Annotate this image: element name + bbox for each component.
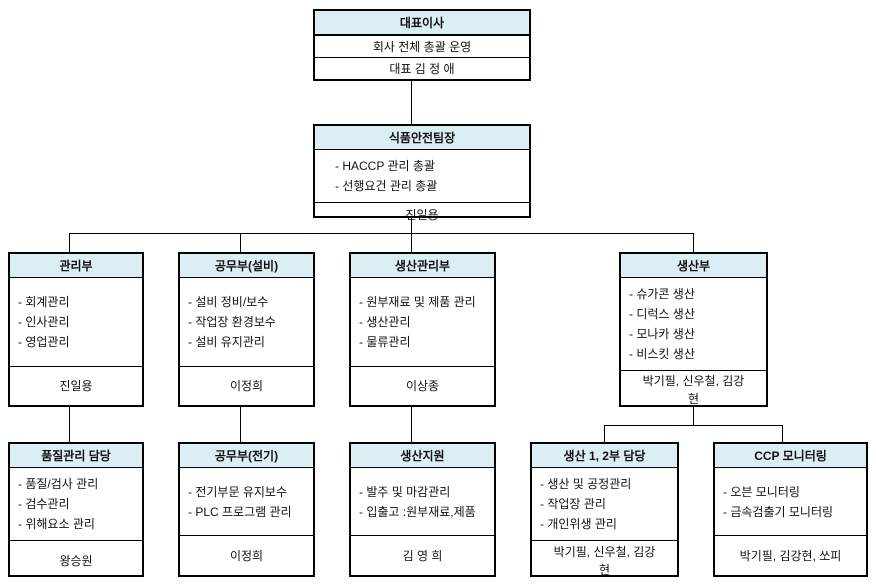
connector-line bbox=[693, 406, 694, 425]
sub-item: - 생산 및 공정관리 bbox=[540, 477, 632, 491]
sub-title: 생산지원 bbox=[351, 444, 494, 468]
connector-line bbox=[604, 425, 783, 426]
connector-line bbox=[240, 233, 241, 252]
sub-item: - PLC 프로그램 관리 bbox=[188, 504, 292, 519]
sub-box-electric: 공무부(전기) - 전기부문 유지보수 - PLC 프로그램 관리 이정희 bbox=[178, 442, 315, 577]
sub-manager: 왕승원 bbox=[10, 540, 142, 580]
dept-title: 생산관리부 bbox=[351, 254, 494, 278]
connector-line bbox=[411, 80, 412, 124]
sub-title: 생산 1, 2부 담당 bbox=[532, 444, 677, 468]
safety-item: - HACCP 관리 총괄 bbox=[335, 159, 435, 173]
safety-team-box: 식품안전팀장 - HACCP 관리 총괄 - 선행요건 관리 총괄 진일용 bbox=[313, 124, 531, 222]
sub-manager: 김 영 희 bbox=[351, 535, 494, 575]
sub-item: - 전기부문 유지보수 bbox=[188, 484, 287, 499]
sub-title: CCP 모니터링 bbox=[715, 444, 866, 468]
ceo-role: 회사 전체 총괄 운영 bbox=[315, 35, 529, 57]
safety-name: 진일용 bbox=[315, 202, 529, 226]
dept-box-management: 관리부 - 회계관리 - 인사관리 - 영업관리 진일용 bbox=[8, 252, 144, 407]
connector-line bbox=[411, 217, 412, 233]
connector-line bbox=[69, 233, 70, 252]
connector-line bbox=[411, 233, 412, 252]
connector-line bbox=[604, 425, 605, 442]
sub-item: - 발주 및 마감관리 bbox=[359, 484, 451, 499]
dept-item: - 설비 유지관리 bbox=[188, 335, 265, 349]
sub-manager: 박기필, 신우철, 김강현 bbox=[532, 540, 677, 580]
sub-box-production-1-2: 생산 1, 2부 담당 - 생산 및 공정관리 - 작업장 관리 - 개인위생 … bbox=[530, 442, 679, 577]
sub-item: - 작업장 관리 bbox=[540, 497, 606, 511]
dept-title: 관리부 bbox=[10, 254, 142, 278]
dept-item: - 디럭스 생산 bbox=[629, 307, 695, 321]
sub-item: - 금속검출기 모니터링 bbox=[723, 504, 834, 519]
safety-item: - 선행요건 관리 총괄 bbox=[335, 179, 438, 193]
dept-item: - 원부재료 및 제품 관리 bbox=[359, 295, 476, 309]
connector-line bbox=[411, 406, 412, 442]
safety-title: 식품안전팀장 bbox=[315, 126, 529, 150]
connector-line bbox=[240, 406, 241, 442]
dept-item: - 회계관리 bbox=[18, 295, 70, 309]
ceo-box: 대표이사 회사 전체 총괄 운영 대표 김 정 애 bbox=[313, 9, 531, 81]
dept-box-facility: 공무부(설비) - 설비 정비/보수 - 작업장 환경보수 - 설비 유지관리 … bbox=[178, 252, 315, 407]
sub-item: - 품질/검사 관리 bbox=[18, 477, 99, 491]
sub-title: 품질관리 담당 bbox=[10, 444, 142, 468]
dept-item: - 모나카 생산 bbox=[629, 327, 695, 341]
connector-line bbox=[69, 233, 694, 234]
sub-item: - 위해요소 관리 bbox=[18, 517, 95, 531]
dept-item: - 설비 정비/보수 bbox=[188, 295, 269, 309]
dept-box-production: 생산부 - 슈가콘 생산 - 디럭스 생산 - 모나카 생산 - 비스킷 생산 … bbox=[619, 252, 768, 407]
sub-manager: 박기필, 김강현, 쏘피 bbox=[715, 535, 866, 575]
dept-manager: 진일용 bbox=[10, 366, 142, 405]
sub-item: - 입출고 :원부재료,제품 bbox=[359, 504, 476, 519]
dept-item: - 슈가콘 생산 bbox=[629, 287, 695, 301]
dept-manager: 박기필, 신우철, 김강현 bbox=[621, 370, 766, 409]
dept-item: - 물류관리 bbox=[359, 335, 411, 349]
dept-manager: 이상종 bbox=[351, 366, 494, 405]
dept-title: 공무부(설비) bbox=[180, 254, 313, 278]
dept-item: - 인사관리 bbox=[18, 315, 70, 329]
dept-item: - 영업관리 bbox=[18, 335, 70, 349]
dept-item: - 작업장 환경보수 bbox=[188, 315, 276, 329]
sub-title: 공무부(전기) bbox=[180, 444, 313, 468]
connector-line bbox=[782, 425, 783, 442]
connector-line bbox=[69, 406, 70, 442]
dept-item: - 생산관리 bbox=[359, 315, 411, 329]
ceo-title: 대표이사 bbox=[315, 11, 529, 35]
dept-title: 생산부 bbox=[621, 254, 766, 278]
ceo-name: 대표 김 정 애 bbox=[315, 57, 529, 79]
sub-item: - 검수관리 bbox=[18, 497, 70, 511]
sub-box-quality: 품질관리 담당 - 품질/검사 관리 - 검수관리 - 위해요소 관리 왕승원 bbox=[8, 442, 144, 577]
sub-item: - 오븐 모니터링 bbox=[723, 484, 800, 499]
dept-item: - 비스킷 생산 bbox=[629, 347, 695, 361]
dept-manager: 이정희 bbox=[180, 366, 313, 405]
sub-item: - 개인위생 관리 bbox=[540, 517, 617, 531]
sub-manager: 이정희 bbox=[180, 535, 313, 575]
sub-box-ccp-monitoring: CCP 모니터링 - 오븐 모니터링 - 금속검출기 모니터링 박기필, 김강현… bbox=[713, 442, 868, 577]
dept-box-production-management: 생산관리부 - 원부재료 및 제품 관리 - 생산관리 - 물류관리 이상종 bbox=[349, 252, 496, 407]
sub-box-production-support: 생산지원 - 발주 및 마감관리 - 입출고 :원부재료,제품 김 영 희 bbox=[349, 442, 496, 577]
connector-line bbox=[693, 233, 694, 252]
